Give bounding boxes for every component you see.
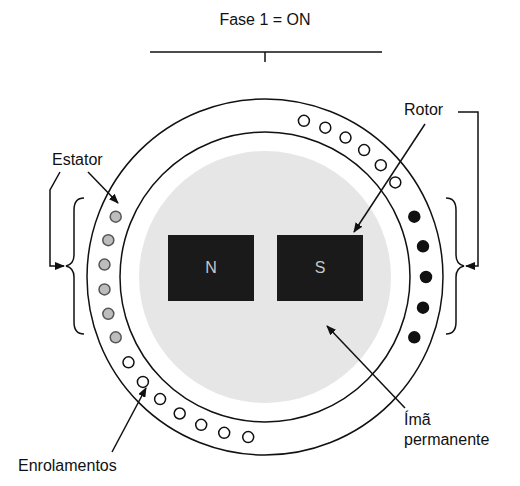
- stator-bracket-leader: [50, 172, 64, 266]
- winding-conductor: [196, 419, 207, 430]
- stator-outer: [87, 99, 443, 455]
- part-label: Enrolamentos: [18, 456, 117, 476]
- winding-conductor: [421, 272, 432, 283]
- winding-conductor: [219, 427, 230, 438]
- pole-letter: S: [315, 259, 326, 277]
- winding-conductor: [409, 332, 420, 343]
- winding-conductor: [243, 432, 254, 443]
- windings: [99, 115, 432, 442]
- winding-conductor: [123, 357, 134, 368]
- part-label: Ímã permanente: [404, 410, 484, 450]
- stator-leader: [88, 172, 118, 203]
- phase-heading: Fase 1 = ON: [219, 10, 310, 30]
- winding-conductor: [103, 308, 114, 319]
- winding-conductor: [298, 115, 309, 126]
- part-label: Estator: [52, 150, 103, 170]
- winding-conductor: [99, 259, 110, 270]
- right-bracket: [446, 198, 464, 334]
- heading-bar: [150, 51, 382, 53]
- winding-conductor: [103, 235, 114, 246]
- magnet-pole: N: [168, 235, 254, 301]
- winding-conductor: [155, 394, 166, 405]
- winding-conductor: [110, 211, 121, 222]
- magnet-leader: [327, 326, 405, 408]
- winding-conductor: [174, 408, 185, 419]
- rotor-disc: [139, 151, 391, 403]
- winding-conductor: [99, 284, 110, 295]
- winding-conductor: [375, 160, 386, 171]
- winding-conductor: [359, 145, 370, 156]
- windings-leader: [112, 388, 146, 452]
- magnet-pole: S: [277, 235, 363, 301]
- winding-conductor: [137, 376, 148, 387]
- rotor-bracket-leader: [458, 112, 478, 266]
- winding-conductor: [418, 302, 429, 313]
- rotor-leader: [354, 124, 425, 232]
- winding-conductor: [110, 332, 121, 343]
- winding-conductor: [320, 122, 331, 133]
- left-bracket: [66, 198, 84, 334]
- heading-tick: [264, 52, 266, 62]
- part-label: Rotor: [404, 100, 443, 120]
- stator-inner: [120, 132, 410, 422]
- pole-letter: N: [205, 259, 217, 277]
- winding-conductor: [390, 177, 401, 188]
- winding-conductor: [409, 211, 420, 222]
- winding-conductor: [340, 132, 351, 143]
- winding-conductor: [418, 241, 429, 252]
